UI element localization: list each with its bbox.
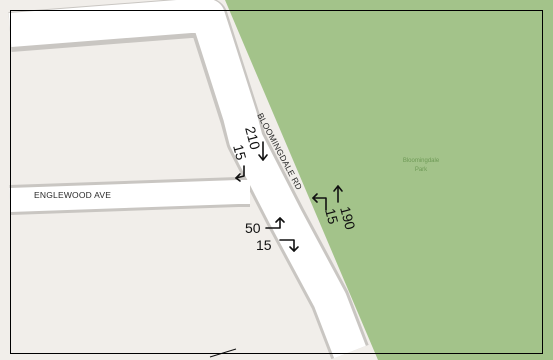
arrow-up-icon <box>333 185 343 203</box>
road-label-englewood: ENGLEWOOD AVE <box>34 190 111 200</box>
park-area <box>225 0 553 360</box>
volume-northbound-through: 190 <box>337 205 359 232</box>
arrow-turn-right-icon <box>279 239 299 252</box>
road-fills <box>8 0 366 359</box>
arrow-turn-left-icon <box>312 193 327 211</box>
arrow-down-icon <box>258 141 268 161</box>
arrow-turn-right-icon <box>235 165 245 182</box>
volume-northbound-left: 15 <box>322 207 342 226</box>
volume-southbound-through: 210 <box>242 125 264 152</box>
park-label-line1: Bloomingdale <box>403 158 440 164</box>
englewood-ave <box>9 180 250 212</box>
bloomingdale-rd <box>8 0 366 359</box>
park-label-line2: Park <box>415 167 428 173</box>
arrow-turn-left-icon <box>265 217 285 229</box>
map-frame <box>10 10 543 354</box>
volume-eastbound-left: 50 <box>245 220 261 236</box>
volume-eastbound-right: 15 <box>256 237 272 253</box>
volume-southbound-right: 15 <box>230 143 250 162</box>
